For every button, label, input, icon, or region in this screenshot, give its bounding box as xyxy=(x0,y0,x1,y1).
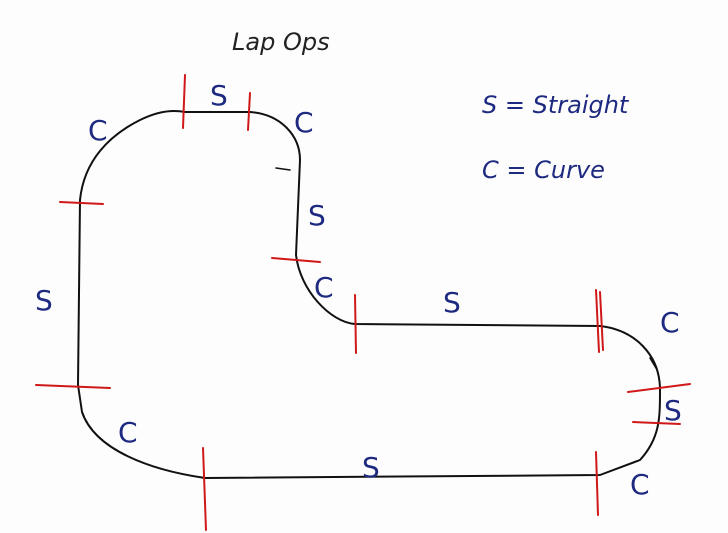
segment-label: C xyxy=(660,306,680,339)
divider-mark xyxy=(595,451,599,516)
segment-label: S xyxy=(308,199,326,232)
divider-mark xyxy=(595,289,600,353)
segment-label: S xyxy=(362,451,380,484)
divider-mark xyxy=(271,257,321,263)
legend-curve: C = Curve xyxy=(482,156,605,184)
segment-label: C xyxy=(294,106,314,139)
segment-label: S xyxy=(664,394,682,427)
divider-mark xyxy=(202,447,207,531)
divider-mark xyxy=(627,383,691,393)
segment-label: S xyxy=(210,79,228,112)
segment-label: C xyxy=(88,114,108,147)
divider-mark xyxy=(247,92,251,131)
segment-label: C xyxy=(118,416,138,449)
divider-mark xyxy=(182,74,186,129)
segment-label: C xyxy=(630,468,650,501)
tick-mark xyxy=(275,167,291,171)
diagram-title: Lap Ops xyxy=(232,28,330,56)
divider-mark xyxy=(599,291,604,351)
divider-mark xyxy=(59,201,104,205)
divider-mark xyxy=(632,421,681,425)
segment-label: C xyxy=(314,271,334,304)
divider-mark xyxy=(35,384,111,389)
segment-label: S xyxy=(35,284,53,317)
segment-label: S xyxy=(443,286,461,319)
divider-mark xyxy=(354,294,357,354)
tick-mark xyxy=(649,357,657,369)
legend-straight: S = Straight xyxy=(482,91,630,119)
